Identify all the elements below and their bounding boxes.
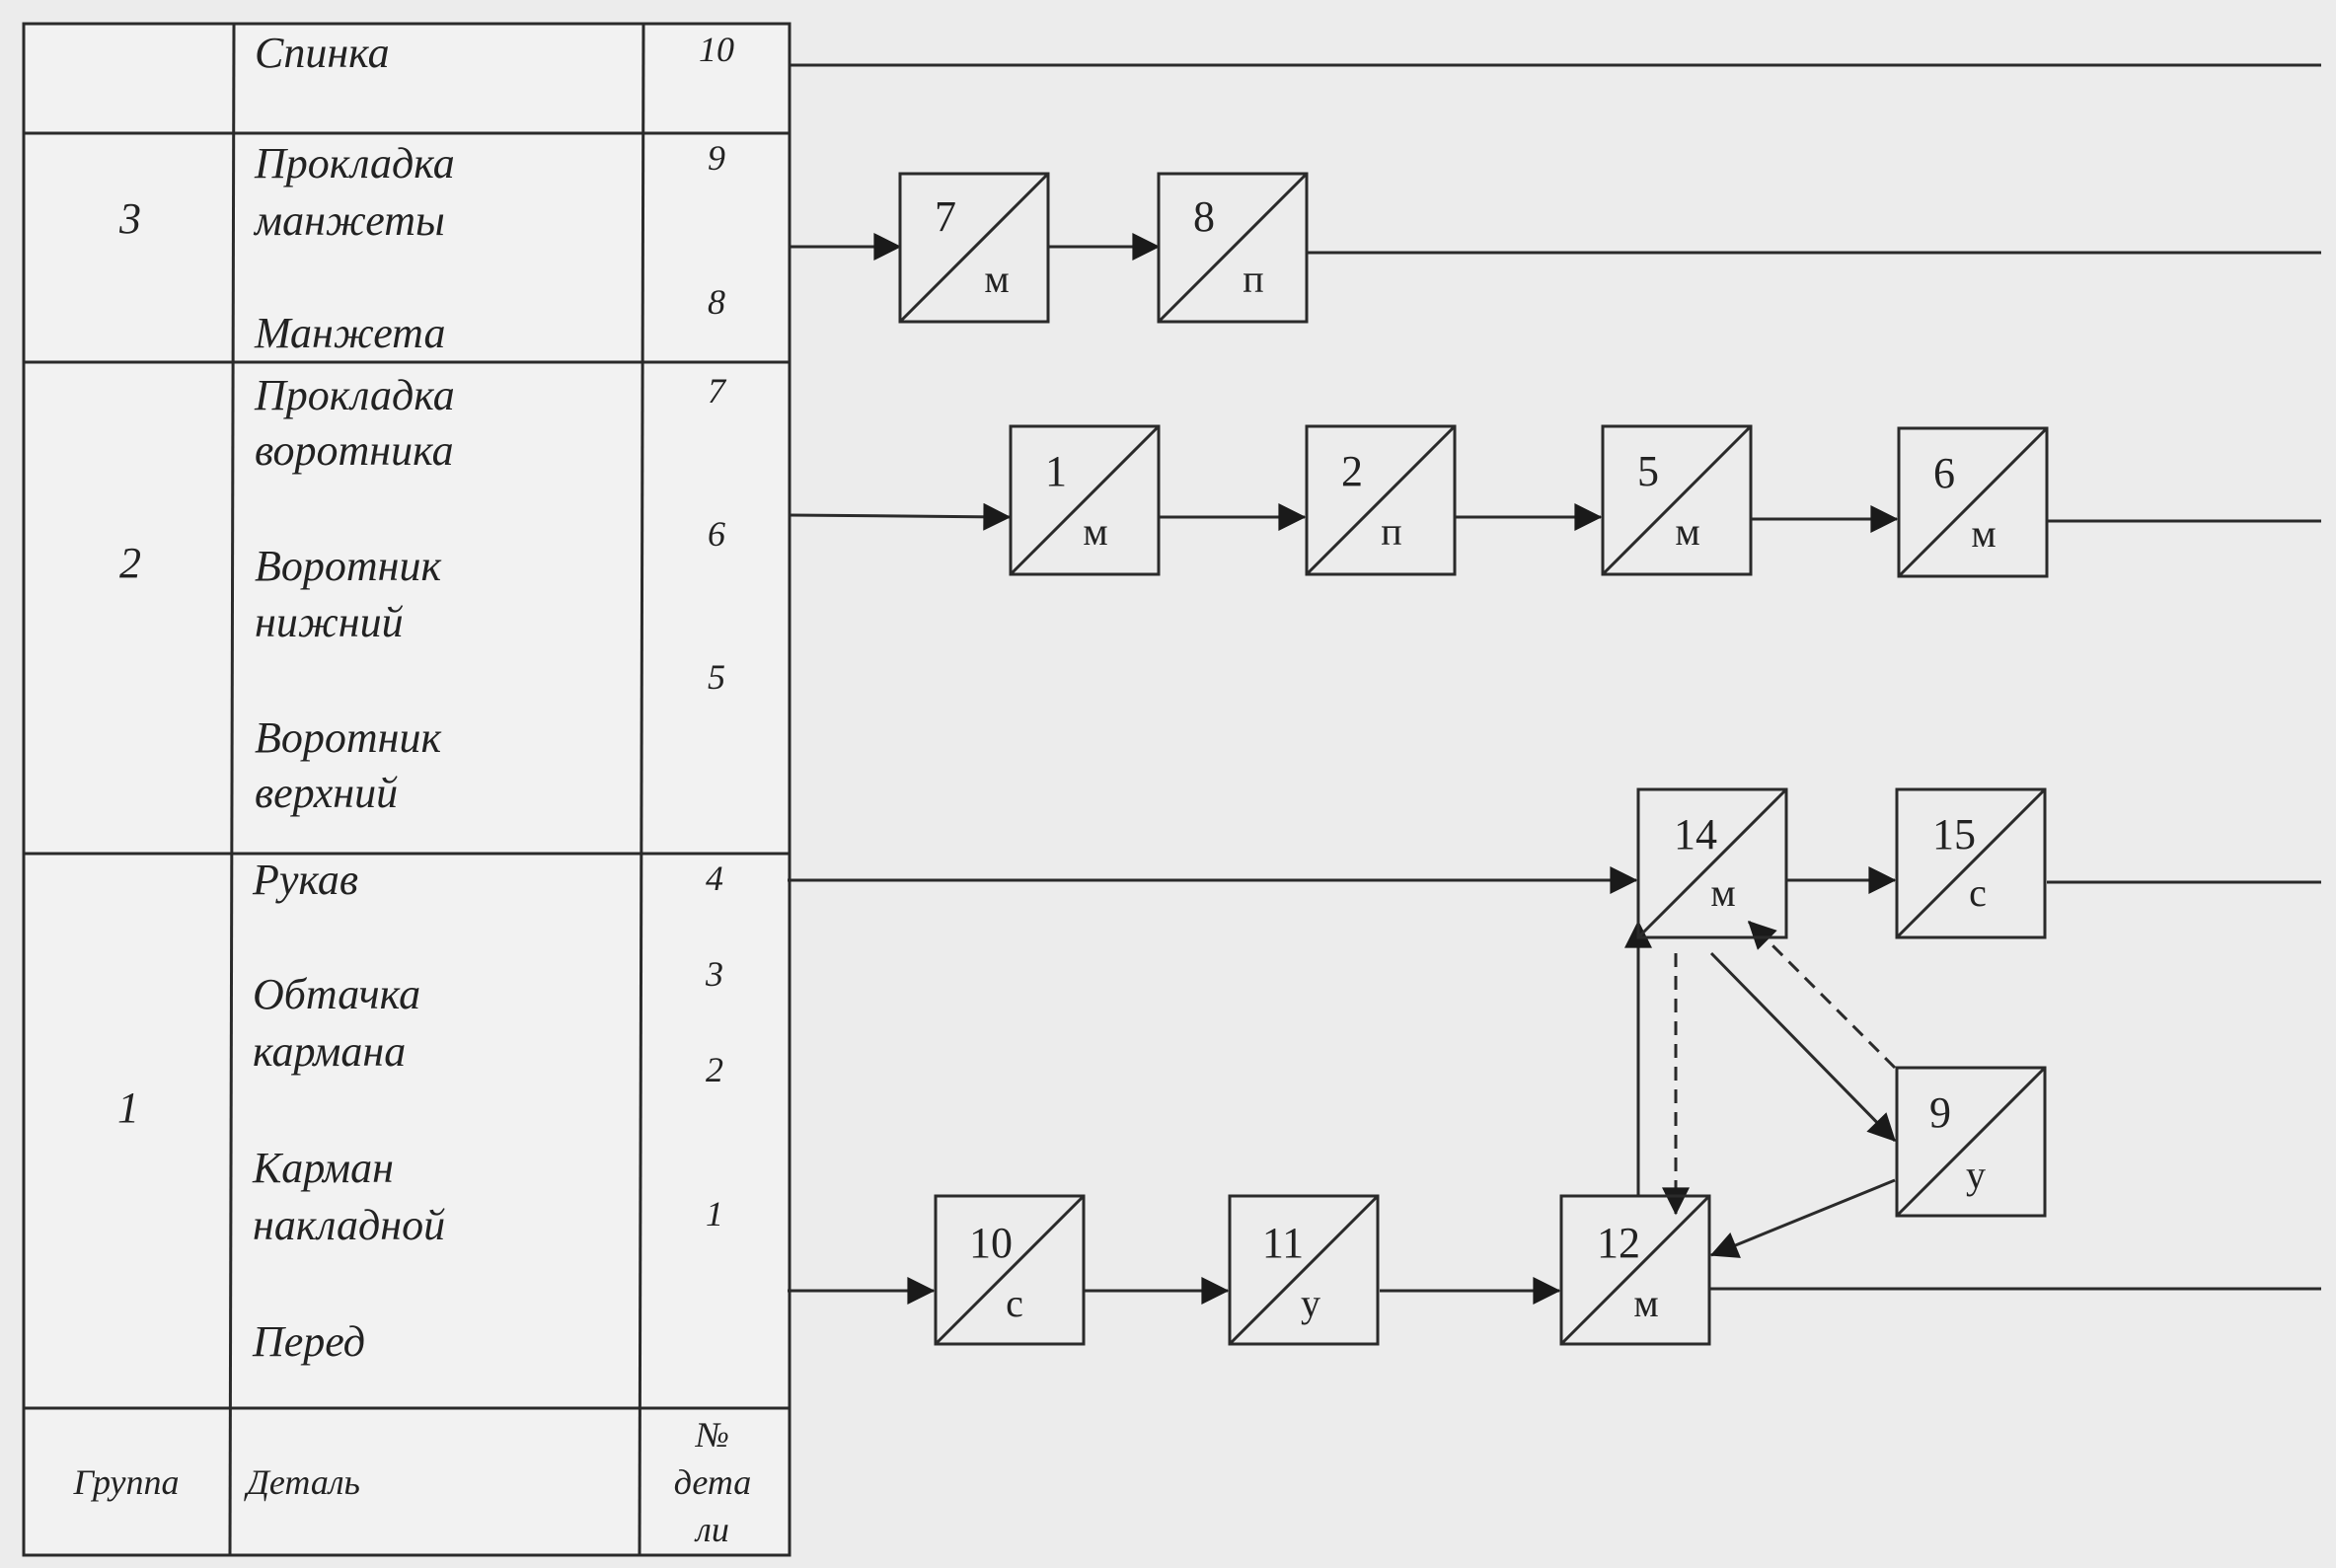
operation-box: 9 у bbox=[1895, 1066, 2047, 1218]
operation-number: 5 bbox=[1637, 447, 1659, 495]
operation-code: м bbox=[984, 257, 1009, 301]
detail-name: Воротник bbox=[255, 713, 441, 762]
detail-number: 7 bbox=[708, 371, 727, 411]
operation-box: 8 п bbox=[1157, 172, 1309, 324]
detail-number: 2 bbox=[706, 1050, 723, 1089]
detail-name: нижний bbox=[255, 598, 404, 646]
flow-arrow bbox=[789, 502, 1012, 531]
detail-column: Спинка Прокладка манжеты Манжета Проклад… bbox=[252, 29, 455, 1366]
operation-code: п bbox=[1381, 509, 1401, 554]
operation-number: 6 bbox=[1933, 449, 1955, 497]
operation-box: 10 с bbox=[934, 1194, 1086, 1346]
header-number: дета bbox=[674, 1462, 752, 1502]
group-label-1: 1 bbox=[117, 1083, 139, 1132]
operation-code: м bbox=[1675, 509, 1699, 554]
operation-code: п bbox=[1243, 257, 1263, 301]
operation-box: 11 у bbox=[1228, 1194, 1380, 1346]
operation-number: 8 bbox=[1193, 192, 1215, 241]
detail-number: 3 bbox=[705, 954, 723, 994]
operation-code: у bbox=[1966, 1153, 1986, 1197]
operation-number: 2 bbox=[1341, 447, 1363, 495]
operation-box: 6 м bbox=[1897, 426, 2049, 578]
operation-number: 14 bbox=[1674, 810, 1717, 859]
flow-arrow-9-to-12 bbox=[1709, 1178, 1896, 1258]
operation-box: 1 м bbox=[1009, 424, 1161, 576]
detail-number: 4 bbox=[706, 859, 723, 898]
operation-number: 15 bbox=[1932, 810, 1976, 859]
detail-name: воротника bbox=[255, 426, 454, 475]
header-group: Группа bbox=[73, 1462, 180, 1502]
detail-number: 5 bbox=[708, 657, 725, 697]
table-header: Группа Деталь № дета ли bbox=[73, 1415, 752, 1549]
operation-number: 9 bbox=[1929, 1088, 1951, 1137]
detail-number: 6 bbox=[708, 514, 725, 554]
detail-name: накладной bbox=[253, 1201, 445, 1249]
detail-name: Обтачка bbox=[253, 970, 420, 1018]
operation-box: 12 м bbox=[1559, 1194, 1711, 1346]
detail-name: Манжета bbox=[254, 309, 445, 357]
detail-number: 10 bbox=[699, 30, 734, 69]
operation-code: м bbox=[1971, 511, 1996, 556]
operation-box: 15 с bbox=[1895, 787, 2047, 939]
operation-boxes: 7 м 8 п 1 м 2 п 5 м bbox=[898, 172, 2049, 1346]
operation-code: с bbox=[1006, 1281, 1023, 1325]
detail-number: 9 bbox=[708, 138, 725, 178]
operation-box: 5 м bbox=[1601, 424, 1753, 576]
detail-name: Прокладка bbox=[254, 371, 455, 419]
flow-dashed-9-to-14 bbox=[1747, 920, 1897, 1070]
header-detail: Деталь bbox=[244, 1462, 360, 1502]
operation-code: м bbox=[1633, 1281, 1658, 1325]
detail-number: 1 bbox=[706, 1194, 723, 1233]
operation-code: м bbox=[1710, 870, 1735, 915]
header-number: ли bbox=[694, 1510, 729, 1549]
operation-code: у bbox=[1301, 1281, 1320, 1325]
flow-arrow-14-to-9 bbox=[1709, 951, 1897, 1143]
detail-name: Рукав bbox=[252, 856, 358, 904]
detail-number: 8 bbox=[708, 282, 725, 322]
operation-box: 7 м bbox=[898, 172, 1050, 324]
operation-number: 1 bbox=[1045, 447, 1067, 495]
operation-number: 12 bbox=[1597, 1219, 1640, 1267]
detail-name: Воротник bbox=[255, 542, 441, 590]
detail-name: Спинка bbox=[255, 29, 390, 77]
detail-name: Карман bbox=[252, 1144, 394, 1192]
flow-lines bbox=[788, 63, 2321, 1305]
detail-name: манжеты bbox=[253, 196, 445, 245]
operation-box: 2 п bbox=[1305, 424, 1457, 576]
detail-name: кармана bbox=[253, 1027, 406, 1076]
operation-code: с bbox=[1969, 870, 1987, 915]
operation-number: 11 bbox=[1262, 1219, 1304, 1267]
group-label-2: 2 bbox=[119, 539, 141, 587]
table-background bbox=[22, 22, 790, 1557]
operation-box: 14 м bbox=[1636, 787, 1788, 939]
detail-name: верхний bbox=[255, 769, 398, 817]
group-label-3: 3 bbox=[118, 194, 141, 243]
header-number: № bbox=[694, 1415, 729, 1455]
number-column: 10 9 8 7 6 5 4 3 2 1 bbox=[699, 30, 734, 1233]
operation-number: 10 bbox=[969, 1219, 1013, 1267]
detail-name: Прокладка bbox=[254, 139, 455, 187]
table-grid bbox=[22, 22, 791, 1557]
group-column: 3 2 1 bbox=[117, 194, 141, 1132]
operation-code: м bbox=[1083, 509, 1107, 554]
detail-name: Перед bbox=[252, 1317, 365, 1366]
operation-number: 7 bbox=[935, 192, 956, 241]
